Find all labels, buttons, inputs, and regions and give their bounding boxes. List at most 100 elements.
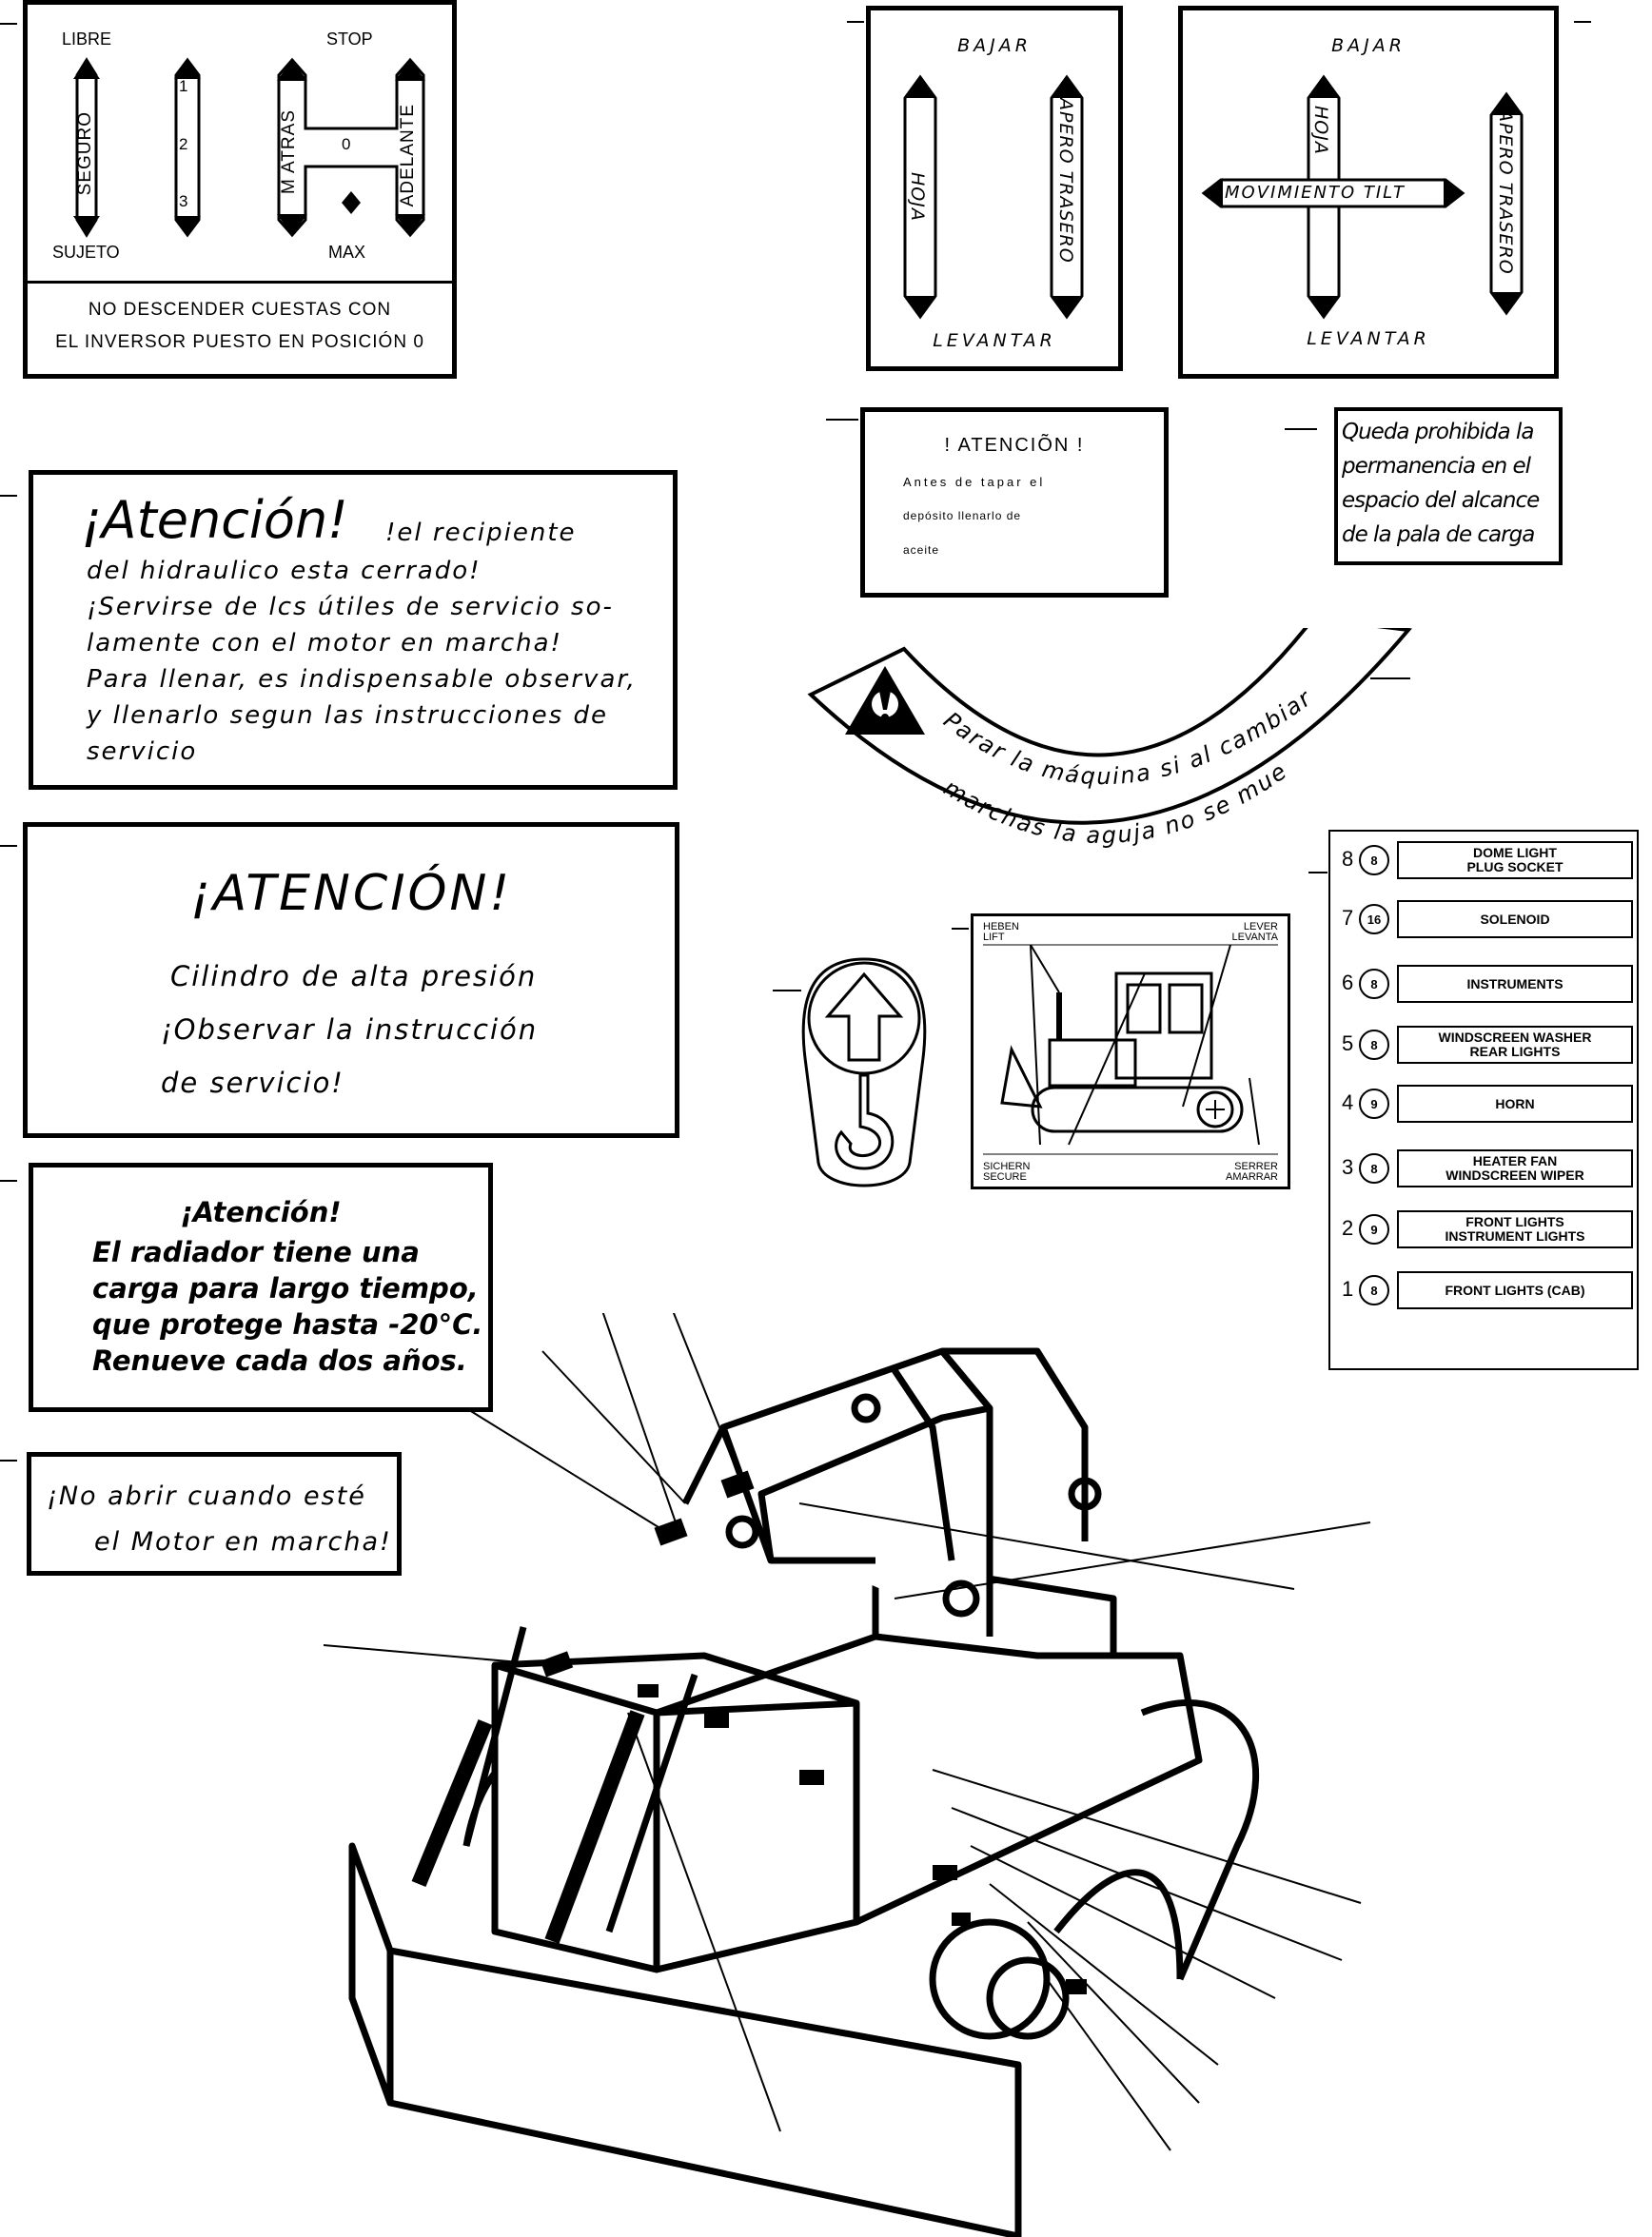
cylinder-pressure-label: ¡ATENCIÓN! Cilindro de alta presión ¡Obs… (23, 822, 679, 1138)
fuse-number: 1 (1342, 1277, 1354, 1301)
levanta-text: LEVANTA (1231, 932, 1279, 943)
levantar-text: LEVANTAR (1307, 328, 1430, 349)
prohibited-line-4: de la pala de carga (1342, 522, 1535, 547)
fuse-description: SOLENOID (1397, 900, 1633, 938)
leader-dash (0, 845, 17, 847)
gear-3-text: 3 (179, 192, 188, 210)
lever-label-tilt: BAJAR HOJA MOVIMIENTO TILT APERO TRASERO… (1178, 6, 1559, 379)
fuse-number: 3 (1342, 1155, 1354, 1179)
fuse-line-1: DOME LIGHT (1473, 845, 1557, 860)
hydraulic-line-3: lamente con el motor en marcha! (87, 629, 562, 657)
no-open-line-2: el Motor en marcha! (94, 1527, 392, 1557)
no-open-label: ¡No abrir cuando esté el Motor en marcha… (27, 1452, 402, 1576)
leader-dash (1370, 677, 1410, 679)
radiator-label: ¡Atención! El radiador tiene una carga p… (29, 1163, 493, 1412)
gear-arrows-graphic (73, 57, 425, 238)
leader-dash (0, 495, 17, 497)
serrer-text: SERRER (1234, 1161, 1278, 1172)
libre-text: LIBRE (62, 29, 112, 49)
stop-text: STOP (326, 29, 373, 49)
fuse-description: HORN (1397, 1085, 1633, 1123)
leader-dash (847, 21, 864, 23)
fuse-line-2: INSTRUMENT LIGHTS (1445, 1228, 1585, 1244)
prohibited-line-2: permanencia en el (1342, 454, 1531, 479)
lever-arrows-graphic (1201, 74, 1524, 320)
oil-fill-label: ! ATENCIÕN ! Antes de tapar el depósito … (860, 407, 1169, 598)
fuse-number: 2 (1342, 1216, 1354, 1240)
sujeto-text: SUJETO (52, 243, 120, 262)
radiator-line-4: Renueve cada dos años. (92, 1344, 467, 1377)
leader-dash (773, 990, 801, 991)
lift-text: LIFT (983, 932, 1005, 943)
levantar-text: LEVANTAR (933, 330, 1056, 351)
cylinder-line-1: Cilindro de alta presión (170, 960, 538, 992)
max-text: MAX (328, 243, 366, 262)
leader-dash (1574, 21, 1591, 23)
sichern-text: SICHERN (983, 1161, 1031, 1172)
gear-needle-arc-label: Parar la máquina si al cambiar marchas l… (799, 628, 1412, 849)
leader-dash (0, 1460, 17, 1462)
fuse-number: 8 (1342, 847, 1354, 871)
gear-warning-line-2: EL INVERSOR PUESTO EN POSICIÓN 0 (55, 332, 424, 352)
fuse-amperage: 16 (1359, 904, 1389, 934)
fuse-number: 7 (1342, 906, 1354, 930)
fuse-amperage: 9 (1359, 1089, 1389, 1119)
prohibited-zone-label: Queda prohibida la permanencia en el esp… (1334, 407, 1563, 565)
fuse-line-1: INSTRUMENTS (1466, 975, 1564, 991)
prohibited-line-1: Queda prohibida la (1342, 420, 1534, 444)
fuse-line-2: WINDSCREEN WIPER (1446, 1168, 1584, 1183)
fuse-line-2: REAR LIGHTS (1469, 1044, 1561, 1059)
fuse-amperage: 8 (1359, 845, 1389, 875)
fuse-number: 6 (1342, 971, 1354, 994)
lifting-hook-label (801, 957, 927, 1187)
fuse-line-1: FRONT LIGHTS (CAB) (1445, 1282, 1585, 1298)
oil-line-3: aceite (903, 543, 940, 557)
fuse-amperage: 9 (1359, 1214, 1389, 1245)
fuse-line-1: WINDSCREEN WASHER (1438, 1030, 1592, 1045)
cylinder-line-2: ¡Observar la instrucción (161, 1013, 539, 1046)
fuse-amperage: 8 (1359, 1153, 1389, 1184)
hoja-text: HOJA (907, 172, 928, 222)
amarrar-text: AMARRAR (1225, 1171, 1278, 1183)
seguro-text: SEGURO (75, 111, 95, 196)
fuse-amperage: 8 (1359, 1275, 1389, 1305)
secure-text: SECURE (983, 1171, 1027, 1183)
bajar-text: BAJAR (1331, 35, 1406, 56)
divider (28, 281, 452, 284)
fuse-line-1: FRONT LIGHTS (1465, 1214, 1564, 1229)
hoja-text: HOJA (1310, 106, 1331, 155)
dozer-side-graphic (983, 944, 1278, 1155)
radiator-line-1: El radiador tiene una (92, 1236, 420, 1268)
hydraulic-line-0: !el recipiente (385, 519, 577, 547)
hydraulic-line-2: ¡Servirse de lcs útiles de servicio so- (87, 593, 614, 621)
apero-trasero-text: APERO TRASERO (1495, 109, 1516, 275)
gear-1-text: 1 (179, 77, 188, 95)
no-open-line-1: ¡No abrir cuando esté (47, 1482, 366, 1511)
leader-dash (0, 1180, 17, 1182)
cylinder-title: ¡ATENCIÓN! (189, 865, 513, 922)
leader-dash (826, 419, 858, 421)
fuse-description: FRONT LIGHTS (CAB) (1397, 1271, 1633, 1309)
leader-dash (952, 928, 969, 930)
m-atras-text: M ATRAS (279, 109, 299, 194)
lever-text: LEVER (1243, 921, 1278, 932)
hydraulic-line-1: del hidraulico esta cerrado! (87, 557, 482, 585)
bajar-text: BAJAR (957, 35, 1032, 56)
oil-line-2: depósito llenarlo de (903, 509, 1022, 522)
fuse-description: INSTRUMENTS (1397, 965, 1633, 1003)
movimiento-tilt-text: MOVIMIENTO TILT (1225, 183, 1406, 203)
fuse-number: 4 (1342, 1090, 1354, 1114)
